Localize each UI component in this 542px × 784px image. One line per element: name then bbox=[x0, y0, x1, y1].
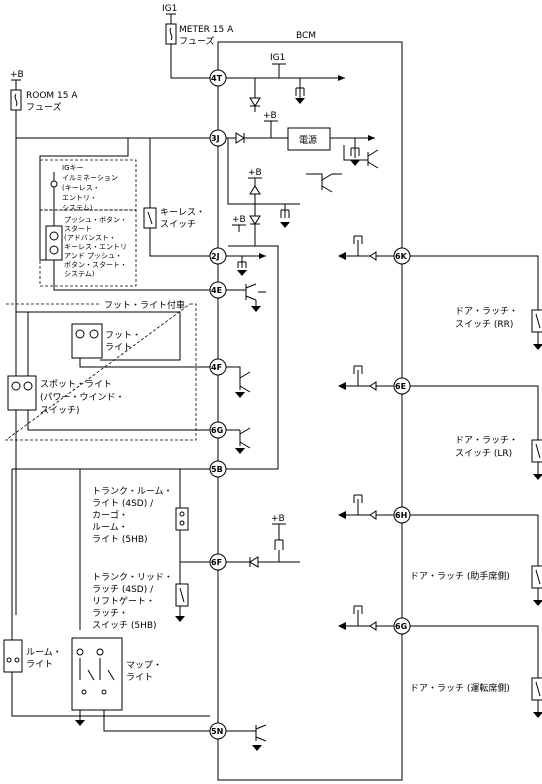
pin-3J-label: 3J bbox=[211, 134, 220, 143]
pin-6K-label: 6K bbox=[395, 252, 408, 261]
push-start-line-4: キーレス・エントリ bbox=[64, 243, 127, 251]
trunk-room-line-4: ルーム・ bbox=[92, 522, 128, 533]
pin-2J: 2J bbox=[209, 247, 227, 265]
pin-4E-label: 4E bbox=[211, 286, 222, 295]
trunk-lid-line-5: スイッチ (5HB) bbox=[92, 620, 157, 631]
door-driver-label: ドア・ラッチ (運転席側) bbox=[410, 682, 510, 694]
push-start-line-7: システム) bbox=[64, 270, 95, 278]
pin-6H-label: 6H bbox=[395, 511, 407, 520]
pin-4F-label: 4F bbox=[211, 363, 222, 372]
pin-5B-label: 5B bbox=[211, 465, 223, 474]
keyless-switch-line-1: キーレス・ bbox=[160, 208, 205, 218]
door-rr-line-2: スイッチ (RR) bbox=[455, 319, 513, 330]
pin-4F: 4F bbox=[209, 358, 227, 376]
door-lr-line-1: ドア・ラッチ・ bbox=[455, 435, 518, 446]
spot-light-line-2: (パワー・ウインド・ bbox=[40, 392, 125, 403]
trunk-lid-line-4: ラッチ・ bbox=[92, 608, 128, 619]
pin-4T: 4T bbox=[209, 69, 227, 87]
pin-6H: 6H bbox=[393, 506, 411, 524]
bcm-title: BCM bbox=[296, 31, 316, 41]
door-switches: ドア・ラッチ・ スイッチ (RR) ドア・ラッチ・ スイッチ (LR) ドア・ラ… bbox=[410, 255, 542, 718]
ig-illum-line-5: システム) bbox=[62, 204, 93, 212]
pin-6G-right: 6G bbox=[393, 617, 411, 635]
power-supply-label: 電源 bbox=[299, 135, 317, 146]
map-light-line-2: ライト bbox=[126, 672, 153, 683]
push-start-line-5: アンド プッシュ・ bbox=[64, 252, 122, 260]
b-label-4: +B bbox=[271, 514, 285, 524]
room-light-line-2: ライト bbox=[26, 659, 53, 670]
ig-illum-line-4: エントリ・ bbox=[62, 194, 97, 202]
room-fuse-label-2: フューズ bbox=[26, 101, 62, 113]
bcm-module: BCM bbox=[217, 31, 403, 781]
ig-illum-line-3: (キーレス・ bbox=[62, 184, 100, 192]
b-top-label: +B bbox=[10, 70, 24, 80]
push-start-line-3: (アドバンスト・ bbox=[64, 234, 116, 242]
ig1-top-label: IG1 bbox=[162, 4, 177, 14]
pin-6G-left: 6G bbox=[209, 421, 227, 439]
pin-5N: 5N bbox=[209, 722, 227, 740]
pin-6F: 6F bbox=[209, 553, 227, 571]
foot-light-line-2: ライト bbox=[105, 342, 132, 353]
push-start-line-1: プッシュ・ボタン・ bbox=[64, 215, 127, 224]
pin-6F-label: 6F bbox=[211, 558, 222, 567]
map-light-line-1: マップ・ bbox=[126, 660, 162, 671]
push-start-line-6: ボタン・スタート・ bbox=[64, 260, 127, 269]
trunk-room-line-5: ライト (5HB) bbox=[92, 534, 148, 545]
meter-fuse-label-2: フューズ bbox=[179, 35, 215, 47]
bcm-internal: IG1 +B 電源 +B +B bbox=[226, 53, 394, 751]
ig-illum-line-2: イルミネーション bbox=[62, 174, 118, 182]
pin-6G-left-label: 6G bbox=[211, 426, 223, 435]
pin-2J-label: 2J bbox=[211, 252, 220, 261]
b-label-1: +B bbox=[263, 111, 277, 121]
trunk-room-line-3: カーゴ・ bbox=[92, 509, 128, 521]
pin-6K: 6K bbox=[393, 247, 411, 265]
keyless-switch-line-2: スイッチ bbox=[160, 219, 196, 230]
pin-4E: 4E bbox=[209, 281, 227, 299]
trunk-room-line-1: トランク・ルーム・ bbox=[92, 486, 173, 497]
left-wiring: IGキー イルミネーション (キーレス・ エントリ・ システム) プッシュ・ボタ… bbox=[3, 137, 210, 732]
trunk-lid-line-3: リフトゲート・ bbox=[92, 595, 155, 607]
pin-3J: 3J bbox=[209, 129, 227, 147]
spot-light-line-1: スポット・ライト bbox=[40, 379, 112, 390]
pin-6E-label: 6E bbox=[395, 382, 406, 391]
meter-fuse: IG1 METER 15 A フューズ bbox=[162, 4, 234, 79]
foot-light-option-label: フット・ライト付車 bbox=[104, 299, 185, 311]
b-label-3: +B bbox=[232, 215, 246, 225]
push-start-line-2: スタート bbox=[64, 224, 92, 233]
door-rr-line-1: ドア・ラッチ・ bbox=[455, 306, 518, 317]
door-passenger-label: ドア・ラッチ (助手席側) bbox=[410, 570, 510, 582]
pin-4T-label: 4T bbox=[211, 74, 223, 83]
pin-6E: 6E bbox=[393, 377, 411, 395]
room-fuse-label-1: ROOM 15 A bbox=[26, 91, 78, 101]
trunk-lid-line-2: ラッチ (4SD) / bbox=[92, 584, 154, 595]
trunk-lid-line-1: トランク・リッド・ bbox=[92, 572, 173, 583]
pin-6G-right-label: 6G bbox=[395, 622, 407, 631]
room-fuse: +B ROOM 15 A フューズ bbox=[10, 70, 78, 615]
b-label-2: +B bbox=[248, 168, 262, 178]
trunk-room-line-2: ライト (4SD) / bbox=[92, 498, 154, 509]
spot-light-line-3: スイッチ) bbox=[40, 405, 80, 416]
ig1-inner-label: IG1 bbox=[270, 53, 285, 63]
room-light-line-1: ルーム・ bbox=[26, 647, 62, 658]
ig-illum-line-1: IGキー bbox=[62, 164, 84, 172]
pin-5N-label: 5N bbox=[211, 727, 223, 736]
foot-light-line-1: フット・ bbox=[105, 331, 141, 341]
pin-5B: 5B bbox=[209, 460, 227, 478]
door-lr-line-2: スイッチ (LR) bbox=[455, 448, 512, 459]
meter-fuse-label-1: METER 15 A bbox=[179, 25, 234, 35]
